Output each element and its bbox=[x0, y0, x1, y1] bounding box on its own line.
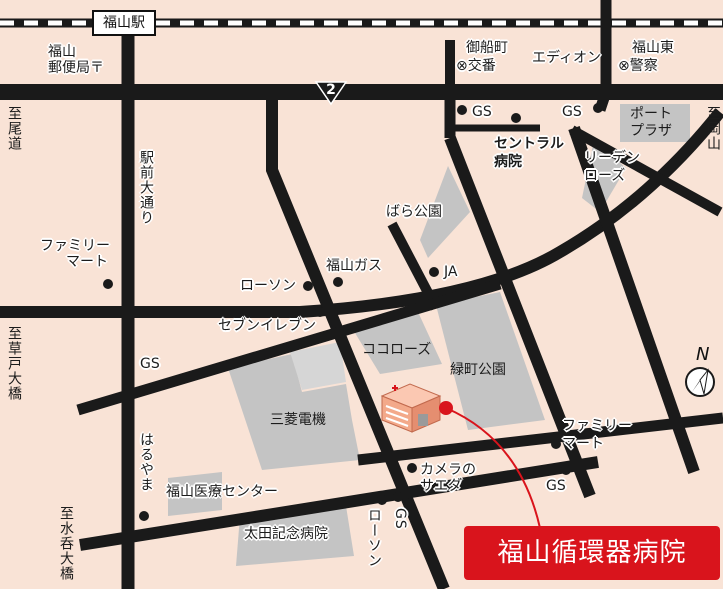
seven-eleven-label: セブンイレブン bbox=[218, 318, 316, 334]
fukuyama-post-label-2: 郵便局〒 bbox=[48, 60, 104, 76]
to-kusado-label: 至草戸大橋 bbox=[6, 326, 22, 401]
port-plaza-label: ポート bbox=[630, 106, 672, 122]
gs-east-label: GS bbox=[546, 478, 566, 494]
bara-park-label: ばら公園 bbox=[386, 204, 442, 220]
family-mart-west-label: ファミリー bbox=[40, 238, 110, 254]
lawson-north-label: ローソン bbox=[240, 278, 296, 294]
fukuyama-medical-label: 福山医療センター bbox=[166, 484, 278, 500]
midorimachi-park-area bbox=[436, 292, 545, 430]
central-hospital-label-2: 病院 bbox=[494, 154, 522, 170]
gs-west-label: GS bbox=[140, 356, 160, 372]
fukuyama-post-label: 福山 bbox=[48, 44, 76, 60]
bara-park-area bbox=[420, 166, 470, 258]
misenmachi-koban-label: ⊗交番 bbox=[456, 58, 496, 74]
cocoroz-block bbox=[352, 312, 442, 374]
ekimae-odori-label: 駅前大通り bbox=[138, 150, 154, 225]
ota-hospital-label: 太田記念病院 bbox=[244, 526, 328, 542]
edion-label: エディオン bbox=[532, 50, 602, 66]
midorimachi-park-label: 緑町公園 bbox=[450, 362, 506, 378]
fukuyama-gas-label: 福山ガス bbox=[326, 258, 382, 274]
haruyama-label: はるやま bbox=[138, 432, 154, 492]
route-number: 2 bbox=[326, 82, 336, 98]
to-onomichi-label: 至尾道 bbox=[6, 106, 22, 151]
route-2-badge-shape bbox=[314, 81, 348, 106]
liden-rose-label: リーデン bbox=[584, 150, 640, 166]
destination-label: 福山循環器病院 bbox=[464, 526, 720, 580]
fukuyama-higashi-label: 福山東 bbox=[632, 40, 674, 56]
family-mart-east-label-2: マート bbox=[562, 436, 604, 452]
fukuyama-medical-block bbox=[168, 472, 222, 516]
mitsubishi-label: 三菱電機 bbox=[270, 412, 326, 428]
liden-rose-label-2: ローズ bbox=[584, 168, 626, 184]
fukuyama-station-label: 福山駅 bbox=[92, 10, 156, 36]
gs-south-label: GS bbox=[392, 508, 408, 530]
hospital-building-icon bbox=[380, 383, 442, 433]
compass-north-label: N bbox=[696, 344, 710, 365]
camera-saeda-label-2: サエダ bbox=[420, 478, 462, 494]
gs-north-2-label: GS bbox=[562, 104, 582, 120]
mitsubishi-block bbox=[228, 354, 360, 470]
compass-icon bbox=[685, 367, 715, 397]
to-mizunomi-label: 至水呑大橋 bbox=[58, 506, 74, 581]
family-mart-east-label: ファミリー bbox=[562, 418, 632, 434]
lawson-south-label: ローソン bbox=[366, 508, 382, 568]
camera-saeda-label: カメラの bbox=[420, 462, 476, 478]
family-mart-west-label-2: マート bbox=[66, 254, 108, 270]
port-plaza-label-2: プラザ bbox=[630, 123, 672, 139]
port-plaza-block bbox=[620, 104, 690, 142]
fukuyama-higashi-police-label: ⊗警察 bbox=[618, 58, 658, 74]
to-okayama-label: 至岡山 bbox=[705, 106, 721, 151]
central-hospital-label: セントラル bbox=[494, 136, 564, 152]
ja-label: JA bbox=[444, 264, 458, 280]
misenmachi-label: 御船町 bbox=[466, 40, 508, 56]
cocoroz-label: ココローズ bbox=[362, 342, 432, 358]
gs-north-1-label: GS bbox=[472, 104, 492, 120]
parking-block bbox=[290, 342, 346, 390]
